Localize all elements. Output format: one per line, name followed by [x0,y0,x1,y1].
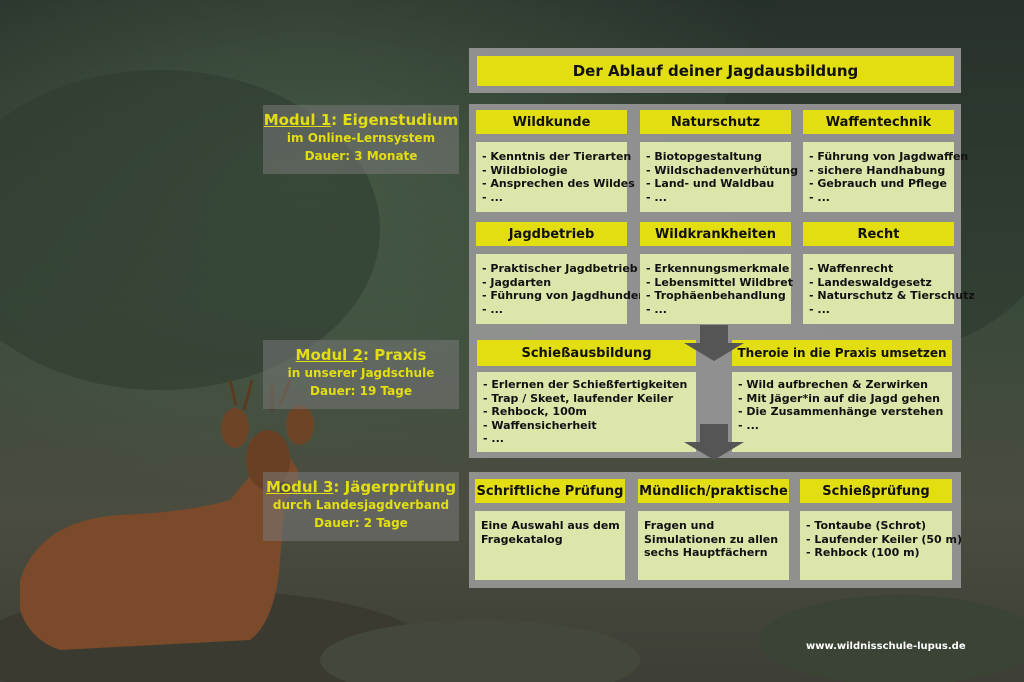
topic-naturschutz-header: Naturschutz [640,110,791,134]
topic-schriftliche-pruefung-header: Schriftliche Prüfung [475,479,625,503]
topic-schiesspruefung-box: - Tontaube (Schrot)- Laufender Keiler (5… [800,511,962,580]
topic-praxis-umsetzen-box: - Wild aufbrechen & Zerwirken- Mit Jäger… [732,372,952,452]
topic-muendlich-praktische-header: Mündlich/praktische [638,479,789,503]
module-1-label: Modul 1: Eigenstudium im Online-Lernsyst… [263,105,459,174]
topic-wildkrankheiten-box: - Erkennungsmerkmale- Lebensmittel Wildb… [640,254,793,324]
topic-jagdbetrieb-header: Jagdbetrieb [476,222,627,246]
topic-wildkunde-header: Wildkunde [476,110,627,134]
topic-schiesspruefung-header: Schießprüfung [800,479,952,503]
flow-arrow-down-icon [684,424,744,460]
topic-praxis-umsetzen-header: Theroie in die Praxis umsetzen [732,340,952,366]
topic-schiessausbildung-header: Schießausbildung [477,340,696,366]
topic-wildkunde-box: - Kenntnis der Tierarten- Wildbiologie- … [476,142,635,212]
diagram-title: Der Ablauf deiner Jagdausbildung [477,56,954,86]
module-3-label: Modul 3: Jägerprüfung durch Landesjagdve… [263,472,459,541]
topic-waffentechnik-header: Waffentechnik [803,110,954,134]
topic-wildkrankheiten-header: Wildkrankheiten [640,222,791,246]
website-url: www.wildnisschule-lupus.de [806,641,966,652]
topic-waffentechnik-box: - Führung von Jagdwaffen- sichere Handha… [803,142,968,212]
topic-recht-box: - Waffenrecht- Landeswaldgesetz- Natursc… [803,254,975,324]
module-2-label: Modul 2: Praxis in unserer Jagdschule Da… [263,340,459,409]
topic-schiessausbildung-box: - Erlernen der Schießfertigkeiten- Trap … [477,372,696,452]
topic-recht-header: Recht [803,222,954,246]
topic-jagdbetrieb-box: - Praktischer Jagdbetrieb- Jagdarten- Fü… [476,254,646,324]
flow-arrow-down-icon [684,325,744,361]
topic-naturschutz-box: - Biotopgestaltung- Wildschadenverhütung… [640,142,798,212]
